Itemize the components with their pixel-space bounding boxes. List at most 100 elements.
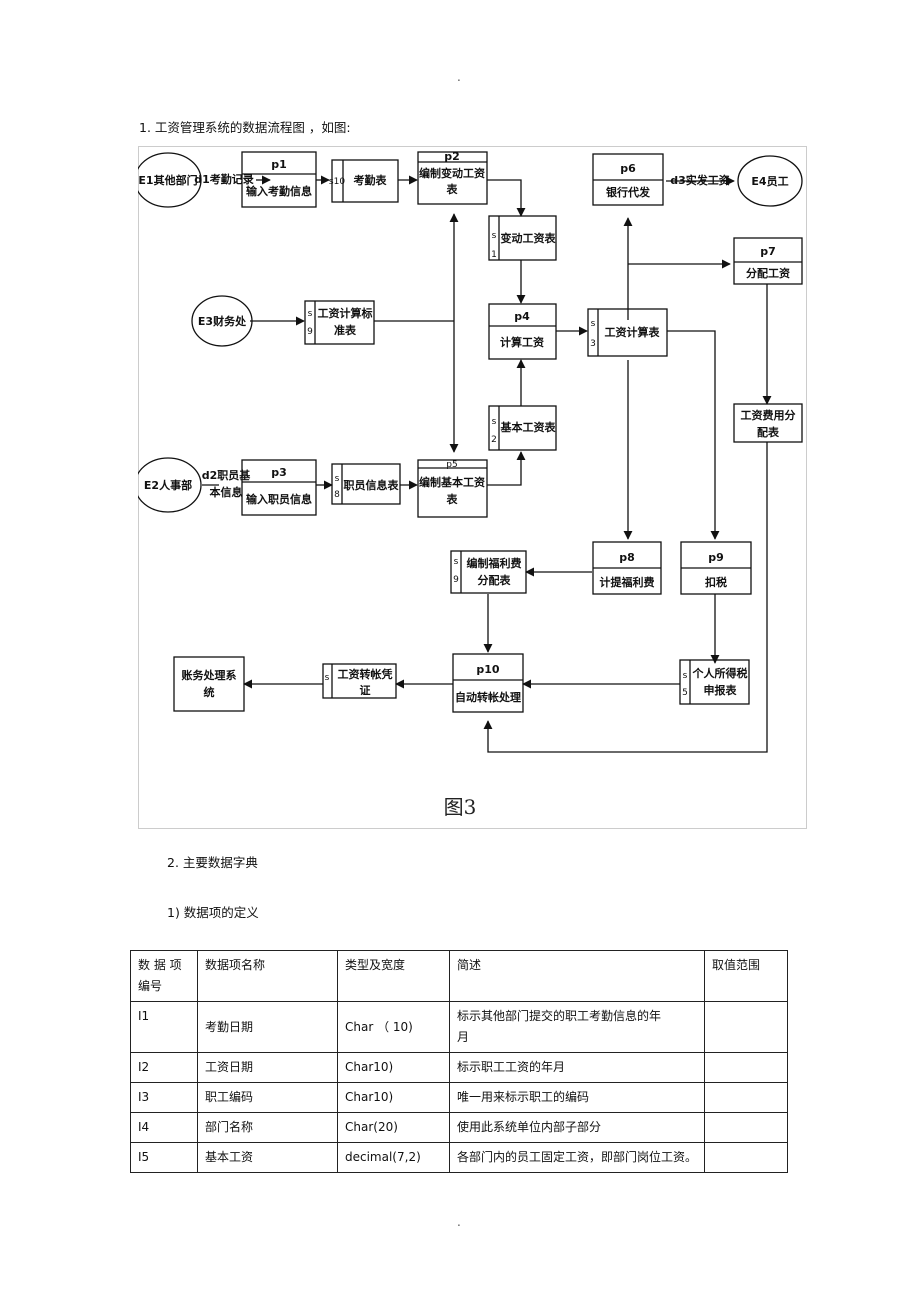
store-alloc-name-1: 工资费用分 <box>741 408 796 422</box>
cell-type: Char （ 10) <box>337 1001 450 1053</box>
cell-name: 部门名称 <box>197 1112 338 1143</box>
cell-id: I5 <box>130 1142 198 1173</box>
flow-d1-label: d1考勤记录 <box>194 172 254 186</box>
heading-data-items: 1) 数据项的定义 <box>167 905 259 920</box>
entity-e1-label: E1其他部门 <box>138 173 197 187</box>
flow-d2-label-2: 本信息 <box>210 485 243 499</box>
table-row: I4 部门名称 Char(20) 使用此系统单位内部子部分 <box>130 1112 788 1143</box>
top-dot: . <box>457 70 461 84</box>
table-row: I1 考勤日期 Char （ 10) 标示其他部门提交的职工考勤信息的年 月 <box>130 1001 788 1053</box>
cell-id: I4 <box>130 1112 198 1143</box>
cell-desc: 标示职工工资的年月 <box>449 1052 705 1083</box>
table-row: I3 职工编码 Char10) 唯一用来标示职工的编码 <box>130 1082 788 1113</box>
data-item-table: 数 据 项 编号 数据项名称 类型及宽度 简述 取值范围 I1 考勤日期 Cha… <box>130 950 788 1173</box>
heading-dictionary: 2. 主要数据字典 <box>167 855 258 870</box>
store-tax-name-1: 个人所得税 <box>692 666 748 680</box>
process-p2 <box>417 151 488 205</box>
cell-type: Char(20) <box>337 1112 450 1143</box>
store-staff-name: 职员信息表 <box>344 478 400 492</box>
cell-name: 职工编码 <box>197 1082 338 1113</box>
process-p8-id: p8 <box>619 551 635 564</box>
entity-e1 <box>138 152 202 208</box>
cell-desc: 唯一用来标示职工的编码 <box>449 1082 705 1113</box>
store-salary-calc <box>587 308 668 357</box>
cell-desc: 使用此系统单位内部子部分 <box>449 1112 705 1143</box>
process-p2-id: p2 <box>444 150 460 163</box>
process-p1-id: p1 <box>271 158 287 171</box>
process-p6-name: 银行代发 <box>606 185 651 199</box>
cell-range <box>704 1082 788 1113</box>
process-p5 <box>417 459 488 518</box>
store-change-code-1: s <box>492 231 497 241</box>
process-p2-name-2: 表 <box>446 182 459 196</box>
cell-range <box>704 1001 788 1053</box>
process-p4 <box>488 303 557 360</box>
store-alloc-name-2: 配表 <box>757 425 780 439</box>
store-attendance-name: 考勤表 <box>354 173 388 187</box>
cell-type: Char10) <box>337 1082 450 1113</box>
header-item-type: 类型及宽度 <box>337 950 450 1002</box>
table-row: I2 工资日期 Char10) 标示职工工资的年月 <box>130 1052 788 1083</box>
store-change-code-2: 1 <box>491 250 497 260</box>
store-std-code-2: 9 <box>307 327 313 337</box>
process-p2-name-1: 编制变动工资 <box>419 166 485 180</box>
entity-e3 <box>191 295 253 347</box>
store-welfare-code-2: 9 <box>453 575 459 585</box>
header-item-name: 数据项名称 <box>197 950 338 1002</box>
store-change-name: 变动工资表 <box>501 231 557 245</box>
store-attendance-code: s10 <box>329 177 345 187</box>
cell-range <box>704 1112 788 1143</box>
store-std-name-1: 工资计算标 <box>318 306 373 320</box>
store-calc-code-1: s <box>591 319 596 329</box>
process-p5-name-1: 编制基本工资 <box>419 475 485 489</box>
heading-dfd: 1. 工资管理系统的数据流程图 ，如图: <box>139 120 351 135</box>
cell-id: I3 <box>130 1082 198 1113</box>
process-p7 <box>733 237 803 285</box>
process-p5-id: p5 <box>446 460 457 470</box>
entity-accounting-label-2: 统 <box>204 685 215 699</box>
cell-type: decimal(7,2) <box>337 1142 450 1173</box>
store-cost-allocation <box>733 403 803 443</box>
process-p3 <box>241 459 317 516</box>
header-item-desc: 简述 <box>449 950 705 1002</box>
process-p3-name: 输入职员信息 <box>246 492 312 506</box>
store-base-code-1: s <box>492 417 497 427</box>
store-base-code-2: 2 <box>491 435 497 445</box>
process-p9-id: p9 <box>708 551 724 564</box>
store-tax-declaration <box>679 659 750 705</box>
flow-d2-label-1: d2职员基 <box>202 468 252 482</box>
store-salary-voucher <box>322 663 397 699</box>
figure-caption: 图3 <box>444 795 477 819</box>
store-attendance <box>331 159 399 203</box>
entity-accounting-label-1: 账务处理系 <box>182 668 237 682</box>
cell-desc: 各部门内的员工固定工资，即部门岗位工资。 <box>449 1142 705 1173</box>
entity-accounting-system <box>173 656 245 712</box>
store-staff-info <box>331 463 401 505</box>
store-staff-code-2: 8 <box>334 490 340 500</box>
cell-range <box>704 1142 788 1173</box>
store-voucher-name-2: 证 <box>360 684 371 697</box>
store-tax-code-1: s <box>683 671 688 681</box>
store-voucher-code: s <box>325 673 330 683</box>
process-p10-id: p10 <box>476 663 500 676</box>
process-p8-name: 计提福利费 <box>600 575 655 589</box>
table-header-row: 数 据 项 编号 数据项名称 类型及宽度 简述 取值范围 <box>130 950 788 1002</box>
process-p4-name: 计算工资 <box>500 335 544 349</box>
table-row: I5 基本工资 decimal(7,2) 各部门内的员工固定工资，即部门岗位工资… <box>130 1142 788 1173</box>
store-welfare-name-1: 编制福利费 <box>467 556 522 570</box>
process-p7-name: 分配工资 <box>746 266 790 280</box>
store-salary-standard <box>304 300 375 345</box>
store-std-code-1: s <box>308 309 313 319</box>
store-welfare-code-1: s <box>454 557 459 567</box>
cell-desc: 标示其他部门提交的职工考勤信息的年 月 <box>449 1001 705 1053</box>
cell-name: 考勤日期 <box>197 1001 338 1053</box>
process-p5-name-2: 表 <box>446 492 459 506</box>
store-std-name-2: 准表 <box>334 323 357 337</box>
data-flow-diagram: E1其他部门 E3财务处 E2人事部 E4员工 账务处理系 统 p1 输入考勤信… <box>138 146 807 829</box>
process-p10-name: 自动转帐处理 <box>455 690 521 704</box>
store-welfare-allocation <box>450 550 527 594</box>
process-p1-name: 输入考勤信息 <box>246 184 312 198</box>
entity-e4 <box>737 155 803 207</box>
process-p7-id: p7 <box>760 245 776 258</box>
process-p1 <box>241 151 317 208</box>
